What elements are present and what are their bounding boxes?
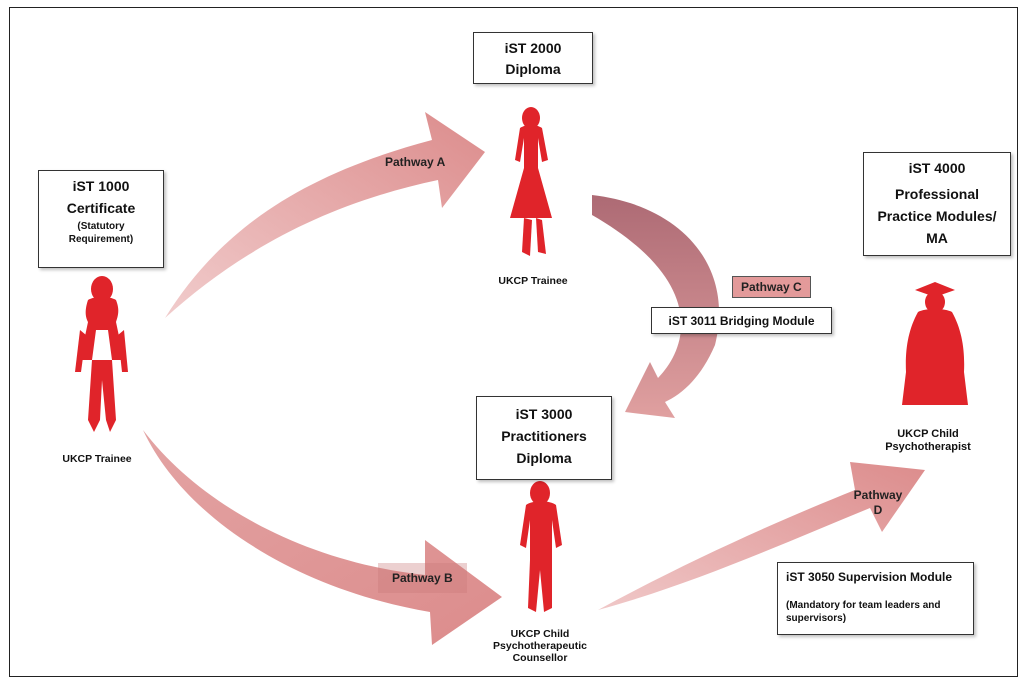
ist1000-note-2: Requirement) [68,234,134,245]
pathway-d-label-2: D [873,503,883,517]
supervision-module-note-2: supervisors) [786,613,847,624]
top-figure-caption: UKCP Trainee [498,275,568,287]
ist3000-code: iST 3000 [515,406,573,422]
ist2000-box: iST 2000 Diploma [473,32,593,84]
ist1000-title: Certificate [66,200,136,216]
ist1000-code: iST 1000 [72,178,130,194]
ist3000-title-1: Practitioners [501,428,587,444]
ist2000-code: iST 2000 [504,40,562,56]
ist1000-note-1: (Statutory [77,221,125,232]
bottom-caption-line-2: Psychotherapeutic [493,640,587,652]
pathway-d-arrow [598,462,925,610]
pathway-c-arrow [592,195,720,418]
bottom-caption-line-1: UKCP Child [510,628,570,640]
ist4000-box: iST 4000 Professional Practice Modules/ … [863,152,1011,256]
right-caption-line-2: Psychotherapist [885,441,971,453]
counsellor-figure [520,481,562,612]
bottom-caption-line-3: Counsellor [512,652,568,664]
bridging-module-label: iST 3011 Bridging Module [668,314,815,328]
ist3000-box: iST 3000 Practitioners Diploma [476,396,612,480]
ist1000-box: iST 1000 Certificate (Statutory Requirem… [38,170,164,268]
pathway-a-label: Pathway A [385,155,446,169]
supervision-module-box: iST 3050 Supervision Module (Mandatory f… [777,562,974,635]
ist4000-title-2: Practice Modules/ [877,208,997,224]
bottom-figure-caption: UKCP Child Psychotherapeutic Counsellor [480,628,600,664]
ist4000-title-3: MA [926,230,948,246]
bridging-module-box: iST 3011 Bridging Module [651,307,832,334]
trainee-figure-left [75,276,128,432]
pathway-b-label: Pathway B [378,563,467,593]
ist4000-title-1: Professional [894,186,980,202]
pathway-a-arrow [165,112,485,318]
supervision-module-title: iST 3050 Supervision Module [786,570,953,584]
ist2000-title: Diploma [505,61,561,77]
pathway-c-label: Pathway C [732,276,811,298]
ist4000-code: iST 4000 [908,160,966,176]
right-figure-caption: UKCP Child Psychotherapist [868,428,988,454]
pathway-d-label-1: Pathway [853,488,903,502]
pathway-d-label: Pathway D [848,488,908,518]
trainee-figure-top [510,107,552,256]
left-figure-caption: UKCP Trainee [62,453,132,465]
diagram-frame [9,7,1018,677]
right-caption-line-1: UKCP Child [897,428,959,440]
ist3000-title-2: Diploma [516,450,572,466]
supervision-module-note-1: (Mandatory for team leaders and [786,600,941,611]
pathway-b-arrow [143,430,502,645]
graduate-figure [902,282,968,405]
